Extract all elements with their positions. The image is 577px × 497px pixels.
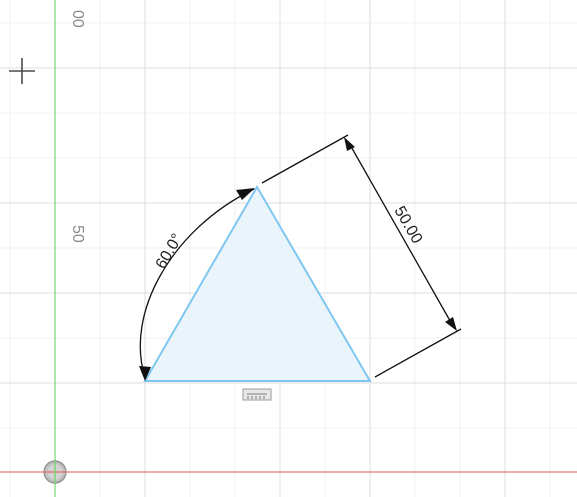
- ruler-label-top: 00: [69, 10, 86, 28]
- length-arrow-bottom: [445, 317, 457, 331]
- angle-arrow-end: [236, 188, 255, 200]
- angle-arrow-start: [139, 366, 151, 381]
- angle-dimension-text[interactable]: 60.0°: [153, 231, 186, 272]
- extension-line-bottom: [374, 328, 462, 378]
- horizontal-constraint-icon[interactable]: [242, 388, 272, 401]
- origin-icon[interactable]: [43, 460, 67, 484]
- ruler-label-50: 50: [69, 225, 86, 243]
- angle-arc: [139, 188, 255, 378]
- crosshair-icon: [9, 58, 35, 84]
- dimension-line: [348, 142, 454, 327]
- sketch-triangle[interactable]: [143, 185, 372, 382]
- extension-line-top: [261, 134, 349, 184]
- length-arrow-top: [344, 137, 355, 151]
